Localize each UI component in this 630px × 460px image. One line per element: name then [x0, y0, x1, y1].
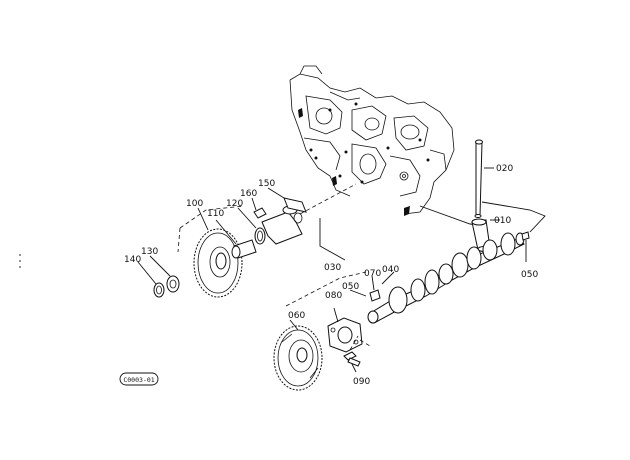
- label-050-right: 050: [521, 270, 538, 280]
- bolt: [343, 351, 361, 367]
- reference-code: C0003-01: [123, 376, 154, 384]
- circlip: [153, 282, 165, 298]
- label-140: 140: [124, 255, 141, 265]
- idle-gear-shaft: [261, 197, 307, 245]
- label-060: 060: [288, 311, 305, 321]
- label-100: 100: [186, 199, 203, 209]
- label-160: 160: [240, 189, 257, 199]
- push-rod: [474, 139, 483, 218]
- label-090: 090: [353, 377, 370, 387]
- label-040: 040: [382, 265, 399, 275]
- label-130: 130: [141, 247, 158, 257]
- cam-gear: [273, 325, 323, 391]
- label-030: 030: [324, 263, 341, 273]
- bushing: [231, 239, 257, 259]
- label-050-mid: 050: [342, 282, 359, 292]
- label-120: 120: [226, 199, 243, 209]
- label-020: 020: [496, 164, 513, 174]
- label-150: 150: [258, 179, 275, 189]
- label-110: 110: [207, 209, 224, 219]
- camshaft: [367, 232, 525, 324]
- label-080: 080: [325, 291, 342, 301]
- o-ring: [254, 227, 266, 245]
- label-010: 010: [494, 216, 511, 226]
- engine-block: [289, 65, 455, 216]
- shaft-bolt: [253, 207, 267, 219]
- label-070: 070: [364, 269, 381, 279]
- idle-gear: [193, 228, 243, 298]
- woodruff-key: [369, 289, 381, 302]
- thrust-plate: [327, 317, 363, 353]
- reference-code-badge: C0003-01: [119, 372, 159, 386]
- washer: [166, 275, 180, 293]
